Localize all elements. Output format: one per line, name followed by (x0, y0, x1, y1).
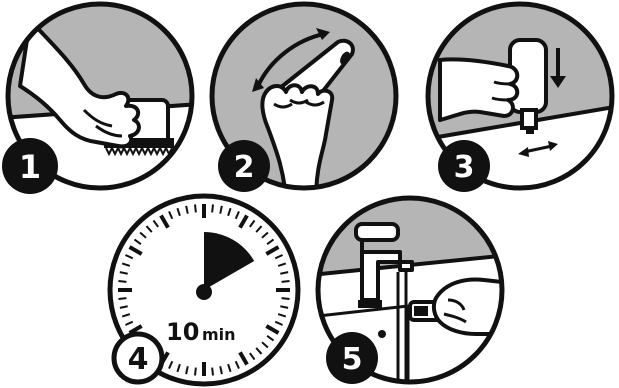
hand-icon (440, 59, 517, 120)
step-3-badge: 3 (438, 140, 490, 192)
clock-tick (195, 368, 196, 376)
clock-tick (195, 204, 196, 212)
step-1-number: 1 (19, 148, 41, 186)
step-4-number: 4 (128, 342, 149, 377)
step-5-number: 5 (342, 342, 363, 377)
timer-value: 10 (166, 318, 199, 346)
clock-center-dot (196, 284, 212, 300)
clock-tick (118, 298, 126, 299)
clock-tick (282, 298, 290, 299)
step-4-badge: 4 (114, 334, 162, 382)
timer-unit: min (202, 325, 236, 344)
step-2-number: 2 (234, 150, 255, 185)
step-2-badge: 2 (218, 140, 270, 192)
clock-tick (212, 204, 213, 212)
clock-tick (282, 281, 290, 282)
step-1-badge: 1 (2, 138, 58, 194)
step-5-badge: 5 (326, 332, 378, 384)
clock-tick (212, 368, 213, 376)
clock-tick (118, 281, 126, 282)
step-3-number: 3 (454, 150, 475, 185)
